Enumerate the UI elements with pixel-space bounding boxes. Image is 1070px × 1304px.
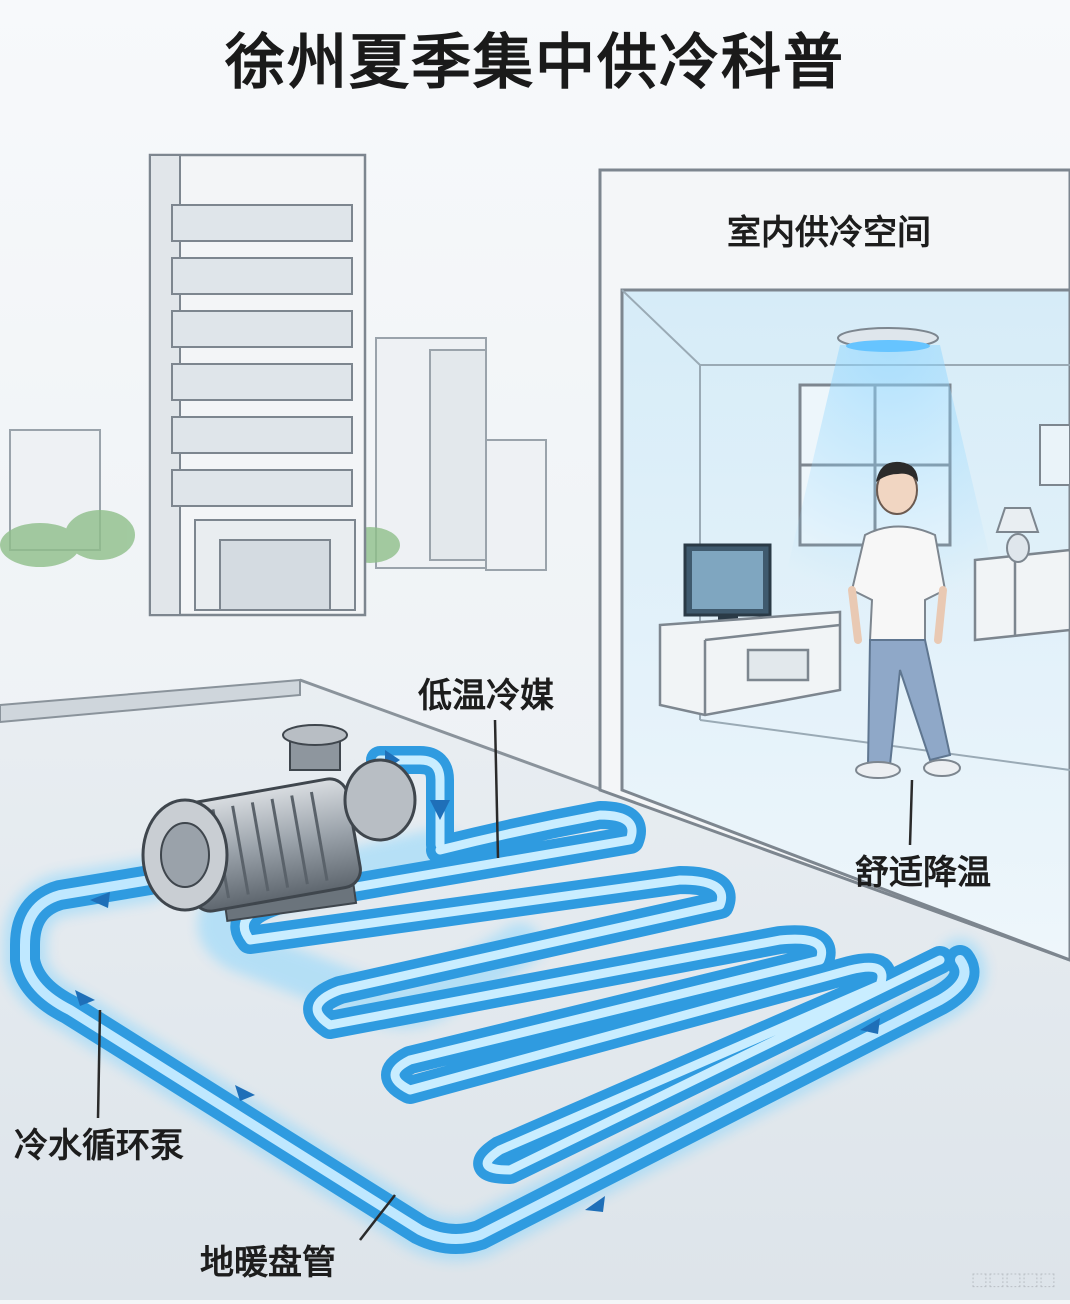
label-chilled-water-pump: 冷水循环泵	[14, 1126, 184, 1166]
background-buildings	[9, 337, 547, 571]
label-comfort-cooling: 舒适降温	[855, 853, 991, 893]
label-indoor-space: 室内供冷空间	[727, 213, 931, 253]
person-icon	[848, 461, 961, 779]
page-title: 徐州夏季集中供冷科普	[225, 28, 845, 98]
tv-icon	[683, 543, 772, 625]
side-cabinet	[973, 548, 1070, 642]
pump-icon	[141, 724, 417, 923]
floor-coil-pipes	[3, 746, 987, 1261]
label-low-temp-refrigerant: 低温冷媒	[418, 676, 554, 716]
office-tower	[148, 153, 367, 617]
label-floor-coil: 地暖盘管	[200, 1243, 336, 1283]
watermark: ⬚⬚⬚⬚⬚	[970, 1269, 1056, 1290]
lamp-icon	[995, 507, 1040, 563]
leader-lines	[96, 719, 914, 1241]
flow-arrow-icon	[75, 750, 880, 1212]
tv-cabinet	[658, 610, 842, 717]
